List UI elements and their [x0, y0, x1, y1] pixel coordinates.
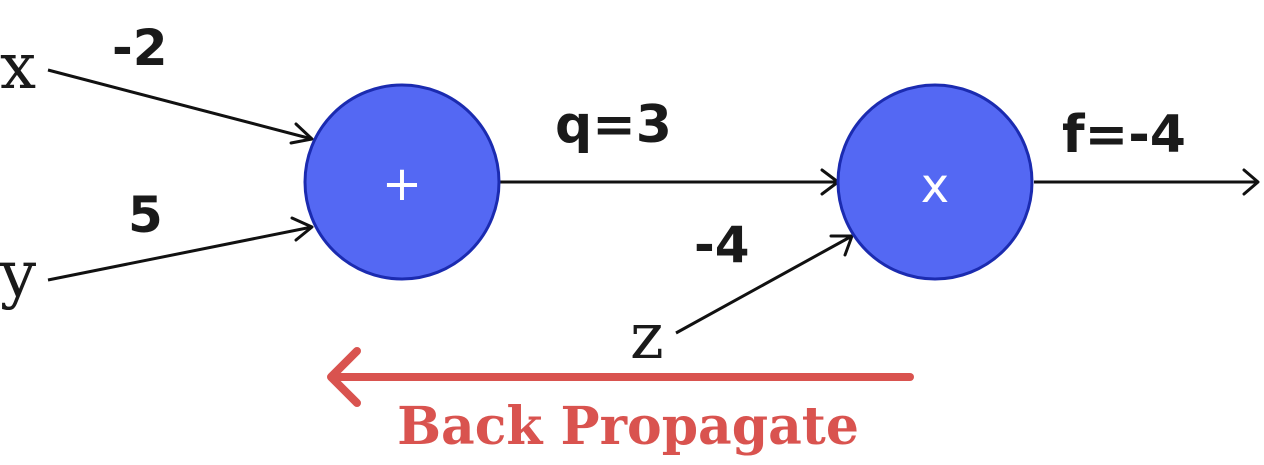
edge-x-to-add — [47, 68, 313, 141]
backprop-arrow-head — [327, 347, 361, 407]
edge-y-to-add — [47, 225, 313, 282]
add-node-symbol: + — [382, 156, 422, 212]
input-label-z: z — [630, 300, 664, 374]
input-label-y: y — [0, 238, 36, 312]
arrowhead-output-f — [1242, 168, 1260, 196]
arrowhead-x-to-add — [289, 122, 314, 145]
edge-label-q: q=3 — [555, 95, 672, 155]
arrowhead-y-to-add — [290, 216, 314, 242]
edge-z-to-multiply — [675, 234, 853, 335]
add-node — [303, 83, 501, 281]
gradient-label-z: -4 — [694, 216, 750, 274]
input-label-x: x — [0, 30, 36, 104]
edge-label-f: f=-4 — [1062, 105, 1186, 165]
gradient-label-x: -2 — [112, 19, 168, 77]
multiply-node-symbol: x — [921, 158, 949, 214]
arrowhead-z-to-multiply — [829, 234, 854, 257]
multiply-node — [836, 83, 1034, 281]
gradient-label-y: 5 — [128, 186, 163, 244]
backprop-label: Back Propagate — [397, 396, 859, 457]
